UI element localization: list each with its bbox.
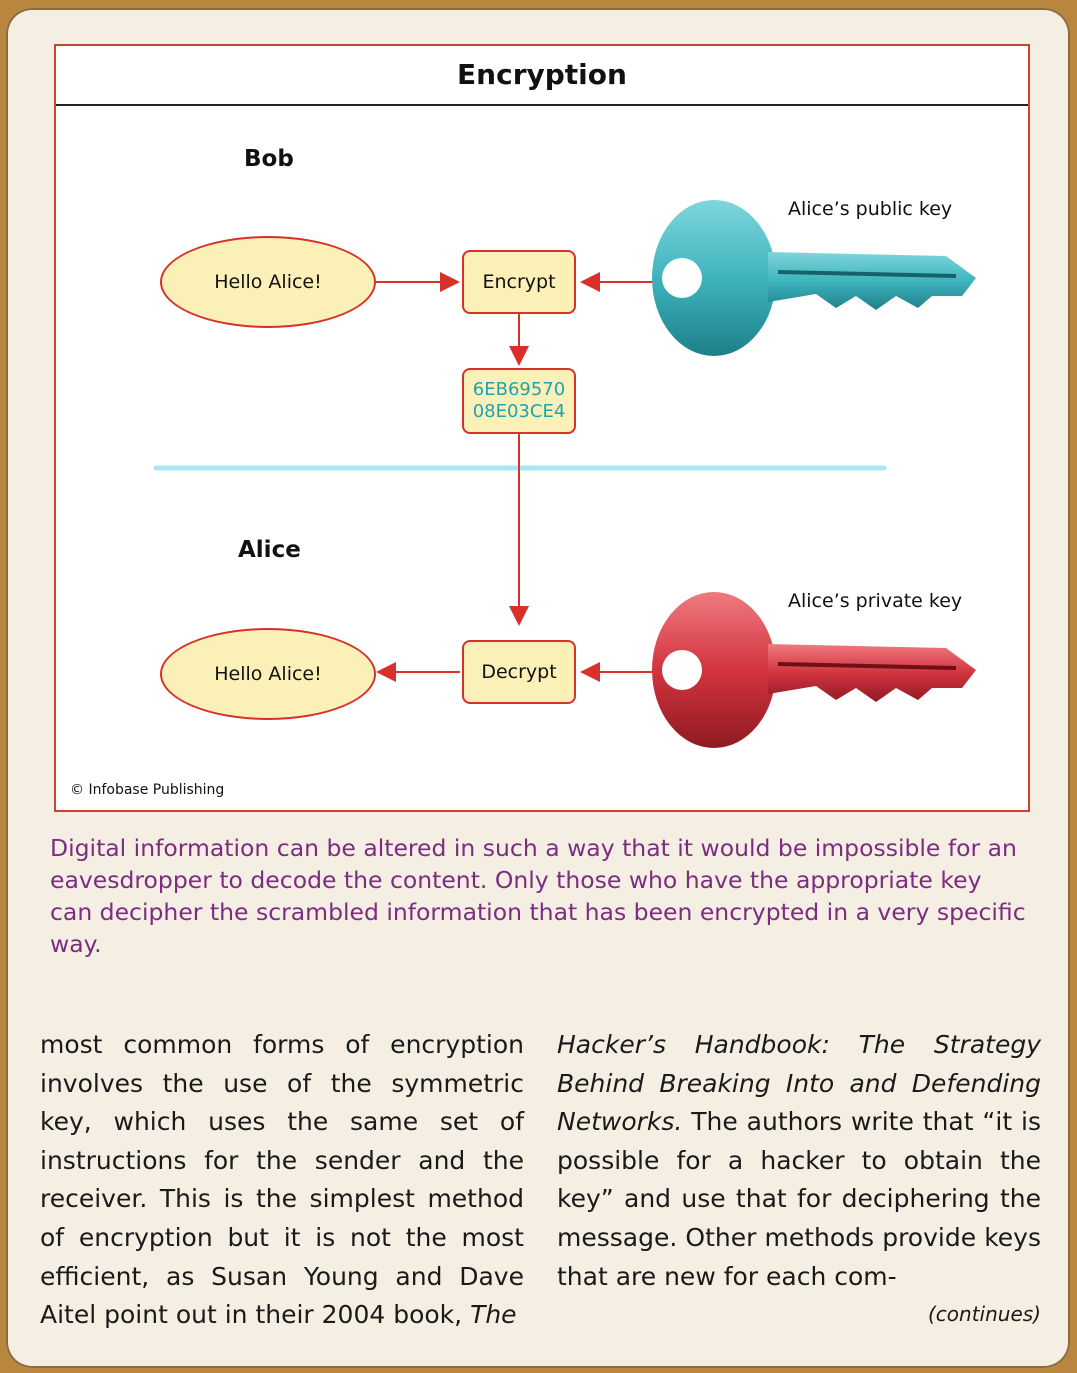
private-key-icon bbox=[652, 592, 976, 748]
left-column-italic: The bbox=[470, 1300, 517, 1330]
ciphertext-line1: 6EB69570 bbox=[472, 379, 566, 400]
public-key-label: Alice’s public key bbox=[788, 198, 953, 220]
figure-caption: Digital information can be altered in su… bbox=[50, 834, 1026, 958]
figure-title: Encryption bbox=[56, 46, 1028, 106]
ciphertext-box: 6EB69570 08E03CE4 bbox=[462, 368, 576, 434]
alice-label: Alice bbox=[238, 537, 301, 563]
body-column-left: most common forms of encryption involves… bbox=[40, 1026, 524, 1335]
body-column-right: Hacker’s Handbook: The Strategy Behind B… bbox=[557, 1026, 1041, 1296]
book-title-italic: Hacker’s Handbook: The Strategy Behind B… bbox=[557, 1030, 1041, 1137]
encryption-figure: Encryption bbox=[54, 44, 1030, 812]
decrypt-box: Decrypt bbox=[462, 640, 576, 704]
private-key-label: Alice’s private key bbox=[788, 590, 963, 612]
left-column-text: most common forms of encryption involves… bbox=[40, 1030, 524, 1330]
bob-label: Bob bbox=[244, 146, 294, 172]
public-key-icon bbox=[652, 200, 976, 356]
plaintext-bottom: Hello Alice! bbox=[160, 628, 376, 720]
credit-line: © Infobase Publishing bbox=[70, 782, 225, 798]
plaintext-top: Hello Alice! bbox=[160, 236, 376, 328]
diagram-arrows bbox=[151, 200, 976, 748]
encrypt-box: Encrypt bbox=[462, 250, 576, 314]
right-column-text: The authors write that “it is possible f… bbox=[557, 1107, 1041, 1291]
continues-label: (continues) bbox=[928, 1302, 1041, 1326]
ciphertext-line2: 08E03CE4 bbox=[472, 401, 566, 422]
